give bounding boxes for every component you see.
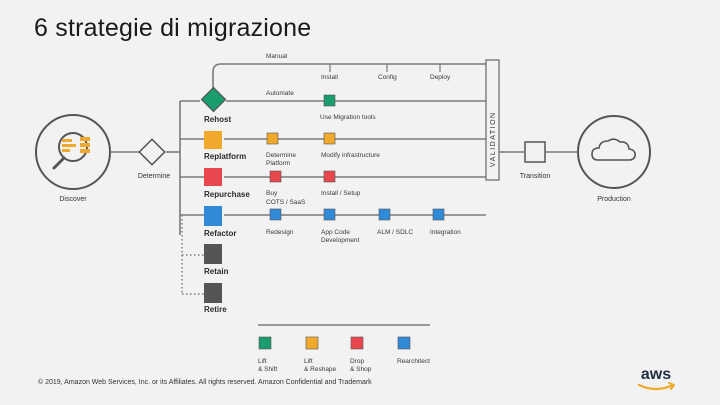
- validation-label: VALIDATION: [490, 111, 497, 167]
- dotted-connectors: [181, 215, 204, 295]
- buy-step: [269, 170, 282, 183]
- modify-infrastructure-label: Modify infrastructure: [321, 152, 380, 159]
- discover-label: Discover: [59, 196, 87, 203]
- install-label: Install: [321, 74, 339, 81]
- transition-square: [524, 141, 546, 163]
- legend-label-2b: & Reshape: [304, 366, 337, 373]
- determine-diamond: [138, 138, 166, 166]
- legend-label-4a: Rearchitect: [397, 358, 430, 365]
- refactor-label: Refactor: [204, 229, 236, 238]
- transition-label: Transition: [520, 173, 551, 180]
- refactor-block: [204, 206, 222, 226]
- legend-swatch-rearchitect: [397, 336, 411, 350]
- legend-label-3a: Drop: [350, 358, 364, 365]
- page-title: 6 strategie di migrazione: [34, 14, 312, 42]
- determine-label: Determine: [138, 173, 170, 180]
- manual-label: Manual: [266, 53, 288, 60]
- retire-label: Retire: [204, 305, 227, 314]
- repurchase-label: Repurchase: [204, 190, 250, 199]
- repurchase-block: [204, 168, 222, 186]
- legend-label-1a: Lift: [258, 358, 267, 365]
- legend-swatch-drop-shop: [350, 336, 364, 350]
- retire-block: [204, 283, 222, 303]
- rehost-label: Rehost: [204, 115, 231, 124]
- integration-step: [432, 208, 445, 221]
- legend-swatch-lift-shift: [258, 336, 272, 350]
- production-circle: [577, 115, 651, 189]
- validation-bar: [485, 59, 500, 181]
- config-label: Config: [378, 74, 397, 81]
- app-code-label-2: Development: [321, 237, 359, 244]
- migration-tools-step: [323, 94, 336, 107]
- modify-infrastructure-step: [323, 132, 336, 145]
- determine-platform-label-1: Determine: [266, 152, 296, 159]
- alm-sdlc-step: [378, 208, 391, 221]
- connector-lines: [110, 63, 578, 235]
- determine-platform-label-2: Platform: [266, 160, 290, 167]
- replatform-label: Replatform: [204, 152, 246, 161]
- redesign-step: [269, 208, 282, 221]
- install-setup-step: [323, 170, 336, 183]
- legend-label-2a: Lift: [304, 358, 313, 365]
- legend-label-1b: & Shift: [258, 366, 277, 373]
- automate-label: Automate: [266, 90, 294, 97]
- legend-swatch-lift-reshape: [305, 336, 319, 350]
- app-code-step: [323, 208, 336, 221]
- cloud-icon: [591, 138, 636, 161]
- magnifier-icon: [52, 132, 90, 170]
- determine-platform-step: [266, 132, 279, 145]
- retain-label: Retain: [204, 267, 229, 276]
- legend-label-3b: & Shop: [350, 366, 372, 373]
- install-setup-label: Install / Setup: [321, 190, 361, 197]
- buy-label-1: Buy: [266, 190, 278, 197]
- production-label: Production: [597, 196, 631, 203]
- integration-label: Integration: [430, 229, 461, 236]
- aws-logo: aws: [634, 364, 678, 399]
- use-migration-tools-label: Use Migration tools: [320, 114, 376, 121]
- retain-block: [204, 244, 222, 264]
- app-code-label-1: App Code: [321, 229, 350, 236]
- rehost-diamond: [200, 86, 227, 113]
- redesign-label: Redesign: [266, 229, 294, 236]
- deploy-label: Deploy: [430, 74, 451, 81]
- replatform-block: [204, 131, 222, 149]
- copyright-footer: © 2019, Amazon Web Services, Inc. or its…: [38, 379, 372, 386]
- aws-logo-text: aws: [641, 366, 671, 383]
- alm-sdlc-label: ALM / SDLC: [377, 229, 413, 236]
- buy-label-2: COTS / SaaS: [266, 199, 306, 206]
